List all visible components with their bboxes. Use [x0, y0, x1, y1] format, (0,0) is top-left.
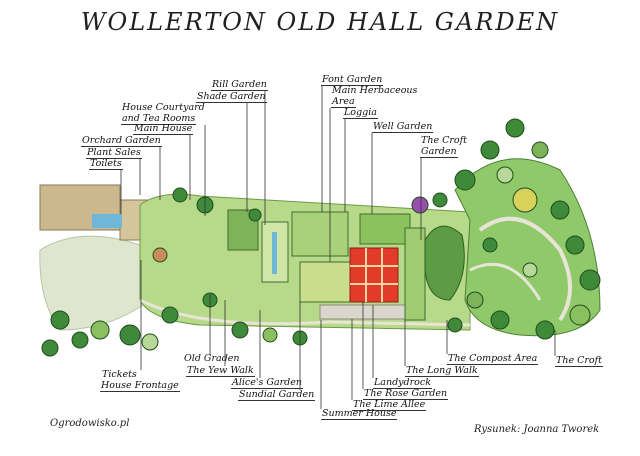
label-the-long-walk: The Long Walk: [405, 365, 479, 377]
label-the-croft-garden-2: Garden: [420, 146, 458, 158]
label-well-garden: Well Garden: [372, 121, 434, 133]
lime-allee: [319, 304, 411, 320]
label-tea-rooms: and Tea Rooms: [121, 113, 197, 125]
main-path: [139, 298, 471, 327]
label-the-compost-area: The Compost Area: [447, 353, 539, 365]
label-tickets: Tickets: [102, 369, 137, 380]
label-alices-garden: Alice's Garden: [231, 377, 304, 389]
label-summer-house: Summer House: [321, 408, 398, 420]
label-house-frontage: House Frontage: [100, 380, 180, 392]
croft-path-2: [469, 262, 542, 301]
rill-channel: [272, 232, 277, 274]
rose-garden-bed: [349, 247, 399, 303]
label-main-house: Main House: [133, 123, 194, 135]
label-plant-sales: Plant Sales: [86, 147, 142, 159]
label-font-garden: Font Garden: [321, 74, 384, 86]
label-house-courtyard: House Courtyard: [122, 102, 205, 113]
label-old-graden: Old Graden: [184, 353, 240, 364]
label-sundial-garden: Sundial Garden: [238, 389, 316, 401]
label-toilets: Toilets: [89, 158, 123, 170]
croft-garden-circle: [424, 225, 465, 301]
trees: [41, 118, 601, 357]
label-orchard-garden: Orchard Garden: [81, 135, 162, 147]
map-title: WOLLERTON OLD HALL GARDEN: [80, 8, 560, 36]
croft-path: [478, 216, 572, 322]
label-loggia: Loggia: [343, 107, 378, 119]
label-the-yew-walk: The Yew Walk: [186, 365, 255, 377]
toilets-pond: [92, 214, 122, 228]
font-garden-bed: [291, 211, 349, 257]
artist-credit: Rysunek: Joanna Tworek: [474, 424, 600, 435]
label-the-croft-garden: The Croft: [421, 135, 467, 146]
label-the-rose-garden: The Rose Garden: [363, 388, 449, 400]
label-main-herbaceous: Main Herbaceous: [332, 85, 418, 96]
source-watermark: Ogrodowisko.pl: [50, 418, 130, 429]
label-area: Area: [331, 96, 356, 108]
long-walk-bed: [404, 227, 426, 321]
label-the-lime-allee: The Lime Allee: [352, 399, 427, 411]
label-shade-garden: Shade Garden: [196, 91, 267, 103]
well-garden-bed: [359, 213, 411, 245]
herbaceous-bed: [299, 261, 351, 303]
label-landydrock: Landydrock: [373, 377, 432, 389]
house-frontage-lawn: [39, 235, 151, 331]
label-the-croft: The Croft: [555, 355, 603, 367]
label-rill-garden: Rill Garden: [211, 79, 268, 91]
shade-garden-bed: [227, 209, 259, 251]
